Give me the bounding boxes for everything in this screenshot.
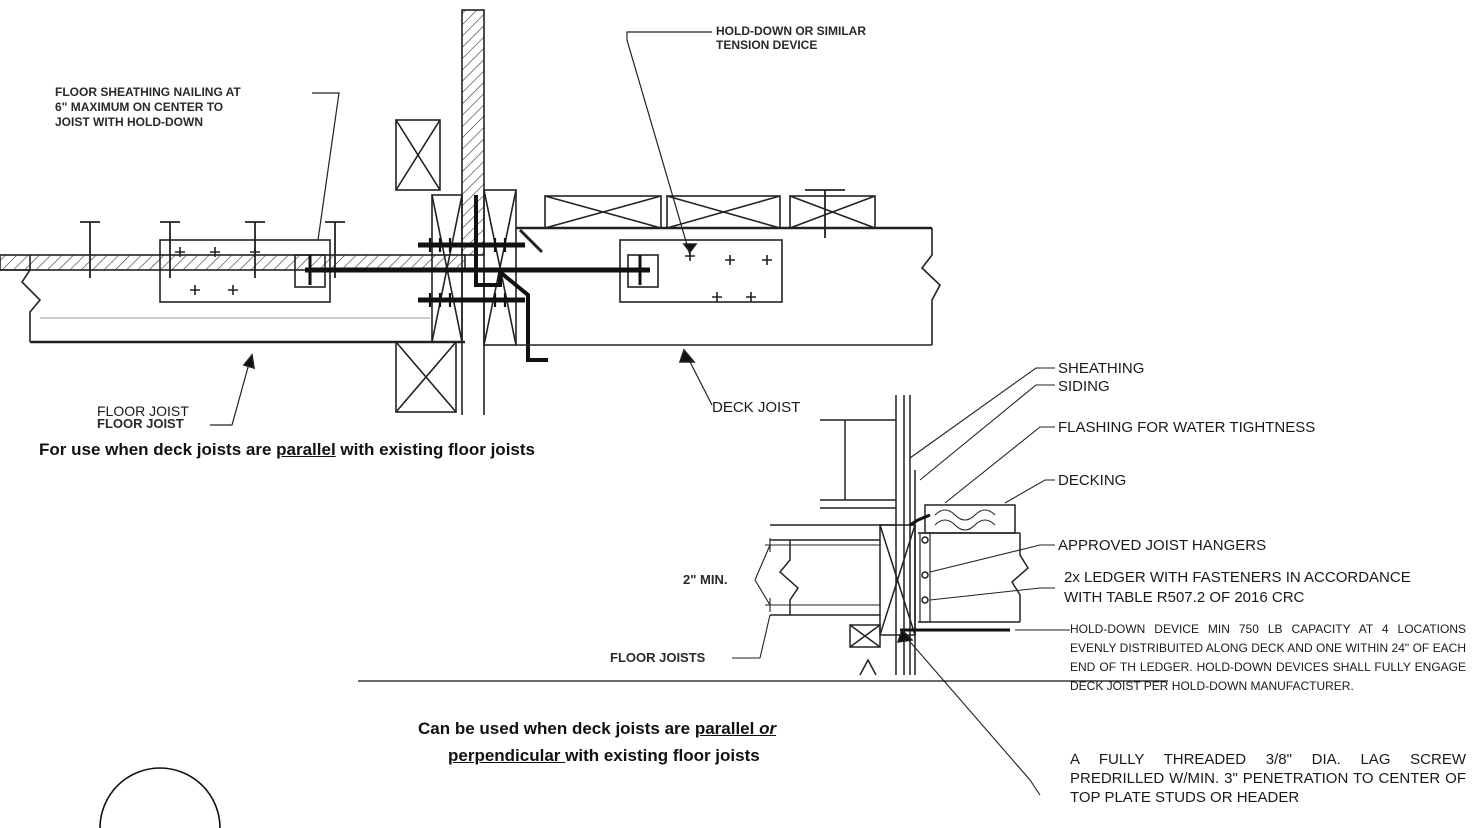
caption-parallel-or-perpendicular-line2: perpendicular with existing floor joists xyxy=(448,743,760,769)
caption-parallel-text-a: For use when deck joists are xyxy=(39,440,277,459)
caption-parallel-underlined: parallel xyxy=(276,440,336,459)
wall-stud xyxy=(461,9,485,256)
note-lag-screw: A FULLY THREADED 3/8" DIA. LAG SCREW PRE… xyxy=(1070,751,1466,806)
ledger-detail-drawing xyxy=(732,367,1070,796)
caption-parallel: For use when deck joists are parallel wi… xyxy=(39,437,535,463)
callout-hold-down-line1: HOLD-DOWN OR SIMILAR xyxy=(716,24,866,38)
callout-hold-down-line2: TENSION DEVICE xyxy=(716,38,818,52)
leader-sheathing-nailing xyxy=(312,92,340,241)
hold-down-bracket-left xyxy=(159,239,331,303)
leader-hold-down xyxy=(626,31,712,256)
callout-sheathing-nailing-line3: JOIST WITH HOLD-DOWN xyxy=(55,115,203,129)
callout-floor-joist: FLOOR JOIST xyxy=(97,403,189,419)
note-hold-down-device: HOLD-DOWN DEVICE MIN 750 LB CAPACITY AT … xyxy=(1070,622,1466,693)
callout-sheathing-nailing-line2: 6" MAXIMUM ON CENTER TO xyxy=(55,100,224,114)
callout-deck-joist: DECK JOIST xyxy=(712,399,801,416)
caption-parallel-text-b: with existing floor joists xyxy=(335,440,535,459)
callout-floor-joists: FLOOR JOISTS xyxy=(610,650,706,665)
detail-circle-marker xyxy=(99,767,221,828)
callout-ledger-line1: 2x LEDGER WITH FASTENERS IN ACCORDANCE xyxy=(1064,569,1411,586)
caption-line1-underlined: parallel xyxy=(694,719,760,738)
callout-sheathing-nailing-line1: FLOOR SHEATHING NAILING AT xyxy=(55,85,241,99)
callout-decking: DECKING xyxy=(1058,472,1127,489)
leader-floor-joist xyxy=(210,359,251,426)
caption-parallel-or-perpendicular-line1: Can be used when deck joists are paralle… xyxy=(418,716,776,742)
callout-floor-joist-dup: FLOOR JOIST xyxy=(97,416,184,431)
callout-two-inch-min: 2" MIN. xyxy=(683,572,728,587)
sheathing-nails xyxy=(80,221,345,278)
callout-joist-hangers: APPROVED JOIST HANGERS xyxy=(1058,537,1267,554)
callout-sheathing: SHEATHING xyxy=(1058,360,1145,377)
callout-flashing: FLASHING FOR WATER TIGHTNESS xyxy=(1058,419,1316,436)
floor-sheathing xyxy=(0,254,466,271)
callout-ledger-line2: WITH TABLE R507.2 OF 2016 CRC xyxy=(1064,589,1305,606)
lag-screws xyxy=(418,242,525,303)
caption-line2-underlined: perpendicular xyxy=(448,746,566,765)
caption-line2-text: with existing floor joists xyxy=(565,746,760,765)
caption-line1-underlined-italic: or xyxy=(759,719,777,738)
caption-line1-text: Can be used when deck joists are xyxy=(418,719,695,738)
callout-siding: SIDING xyxy=(1058,378,1110,395)
top-detail-drawing xyxy=(0,9,941,426)
